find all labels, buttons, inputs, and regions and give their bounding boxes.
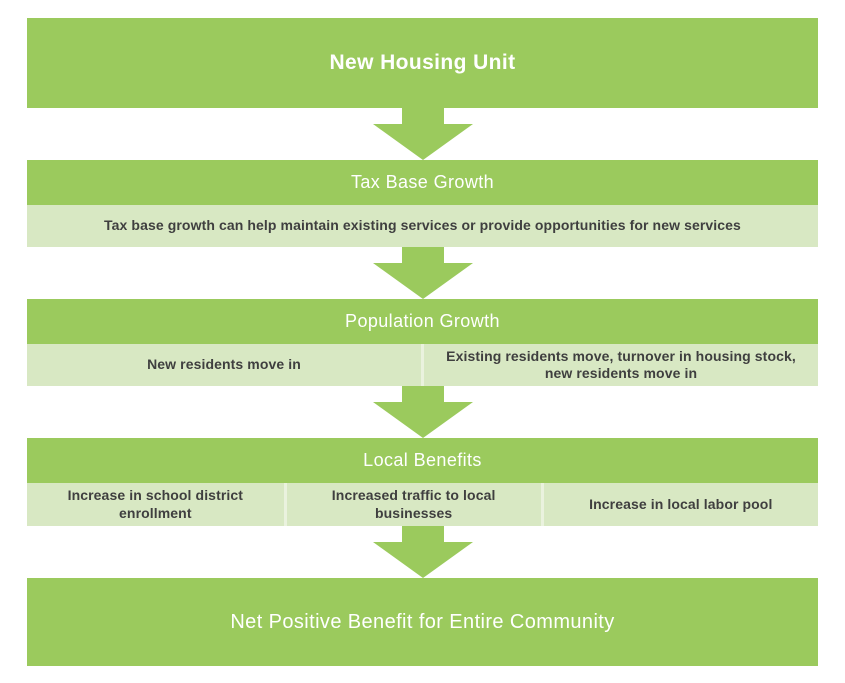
local-benefits-title: Local Benefits — [363, 450, 482, 470]
flow-stack: New Housing Unit Tax Base Growth Tax bas… — [27, 18, 818, 666]
local-benefits-cell-3: Increase in local labor pool — [543, 483, 818, 526]
section-header-local-benefits: Local Benefits — [27, 438, 818, 483]
local-benefits-cell-1-text: Increase in school district enrollment — [67, 487, 244, 521]
section-body-tax-base-growth: Tax base growth can help maintain existi… — [27, 205, 818, 247]
population-growth-cell-1: New residents move in — [27, 344, 421, 386]
local-benefits-cell-1: Increase in school district enrollment — [27, 483, 284, 526]
down-arrow-icon — [372, 247, 473, 299]
local-benefits-cell-2: Increased traffic to local businesses — [286, 483, 541, 526]
population-growth-cell-1-text: New residents move in — [147, 356, 301, 373]
down-arrow-icon — [372, 386, 473, 438]
section-header-tax-base-growth: Tax Base Growth — [27, 160, 818, 205]
net-positive-benefit-label: Net Positive Benefit for Entire Communit… — [230, 610, 615, 633]
population-growth-title: Population Growth — [345, 311, 500, 331]
arrow-slot-1 — [27, 108, 818, 160]
arrow-slot-3 — [27, 386, 818, 438]
new-housing-unit-label: New Housing Unit — [329, 51, 516, 74]
tax-base-growth-title: Tax Base Growth — [350, 172, 495, 192]
tax-base-growth-cell-text: Tax base growth can help maintain existi… — [104, 217, 741, 234]
section-body-population-growth: New residents move in Existing residents… — [27, 344, 818, 386]
down-arrow-icon — [372, 108, 473, 160]
tax-base-growth-cell: Tax base growth can help maintain existi… — [27, 205, 818, 247]
population-growth-cell-2-text: Existing residents move, turnover in hou… — [446, 347, 796, 381]
section-header-population-growth: Population Growth — [27, 299, 818, 344]
down-arrow-icon — [372, 526, 473, 578]
local-benefits-cell-2-text: Increased traffic to local businesses — [331, 487, 496, 521]
arrow-slot-4 — [27, 526, 818, 578]
population-growth-cell-2: Existing residents move, turnover in hou… — [424, 344, 818, 386]
flow-box-new-housing-unit: New Housing Unit — [27, 18, 818, 108]
section-body-local-benefits: Increase in school district enrollment I… — [27, 483, 818, 526]
flow-box-net-positive-benefit: Net Positive Benefit for Entire Communit… — [27, 578, 818, 666]
arrow-slot-2 — [27, 247, 818, 299]
local-benefits-cell-3-text: Increase in local labor pool — [589, 495, 773, 512]
